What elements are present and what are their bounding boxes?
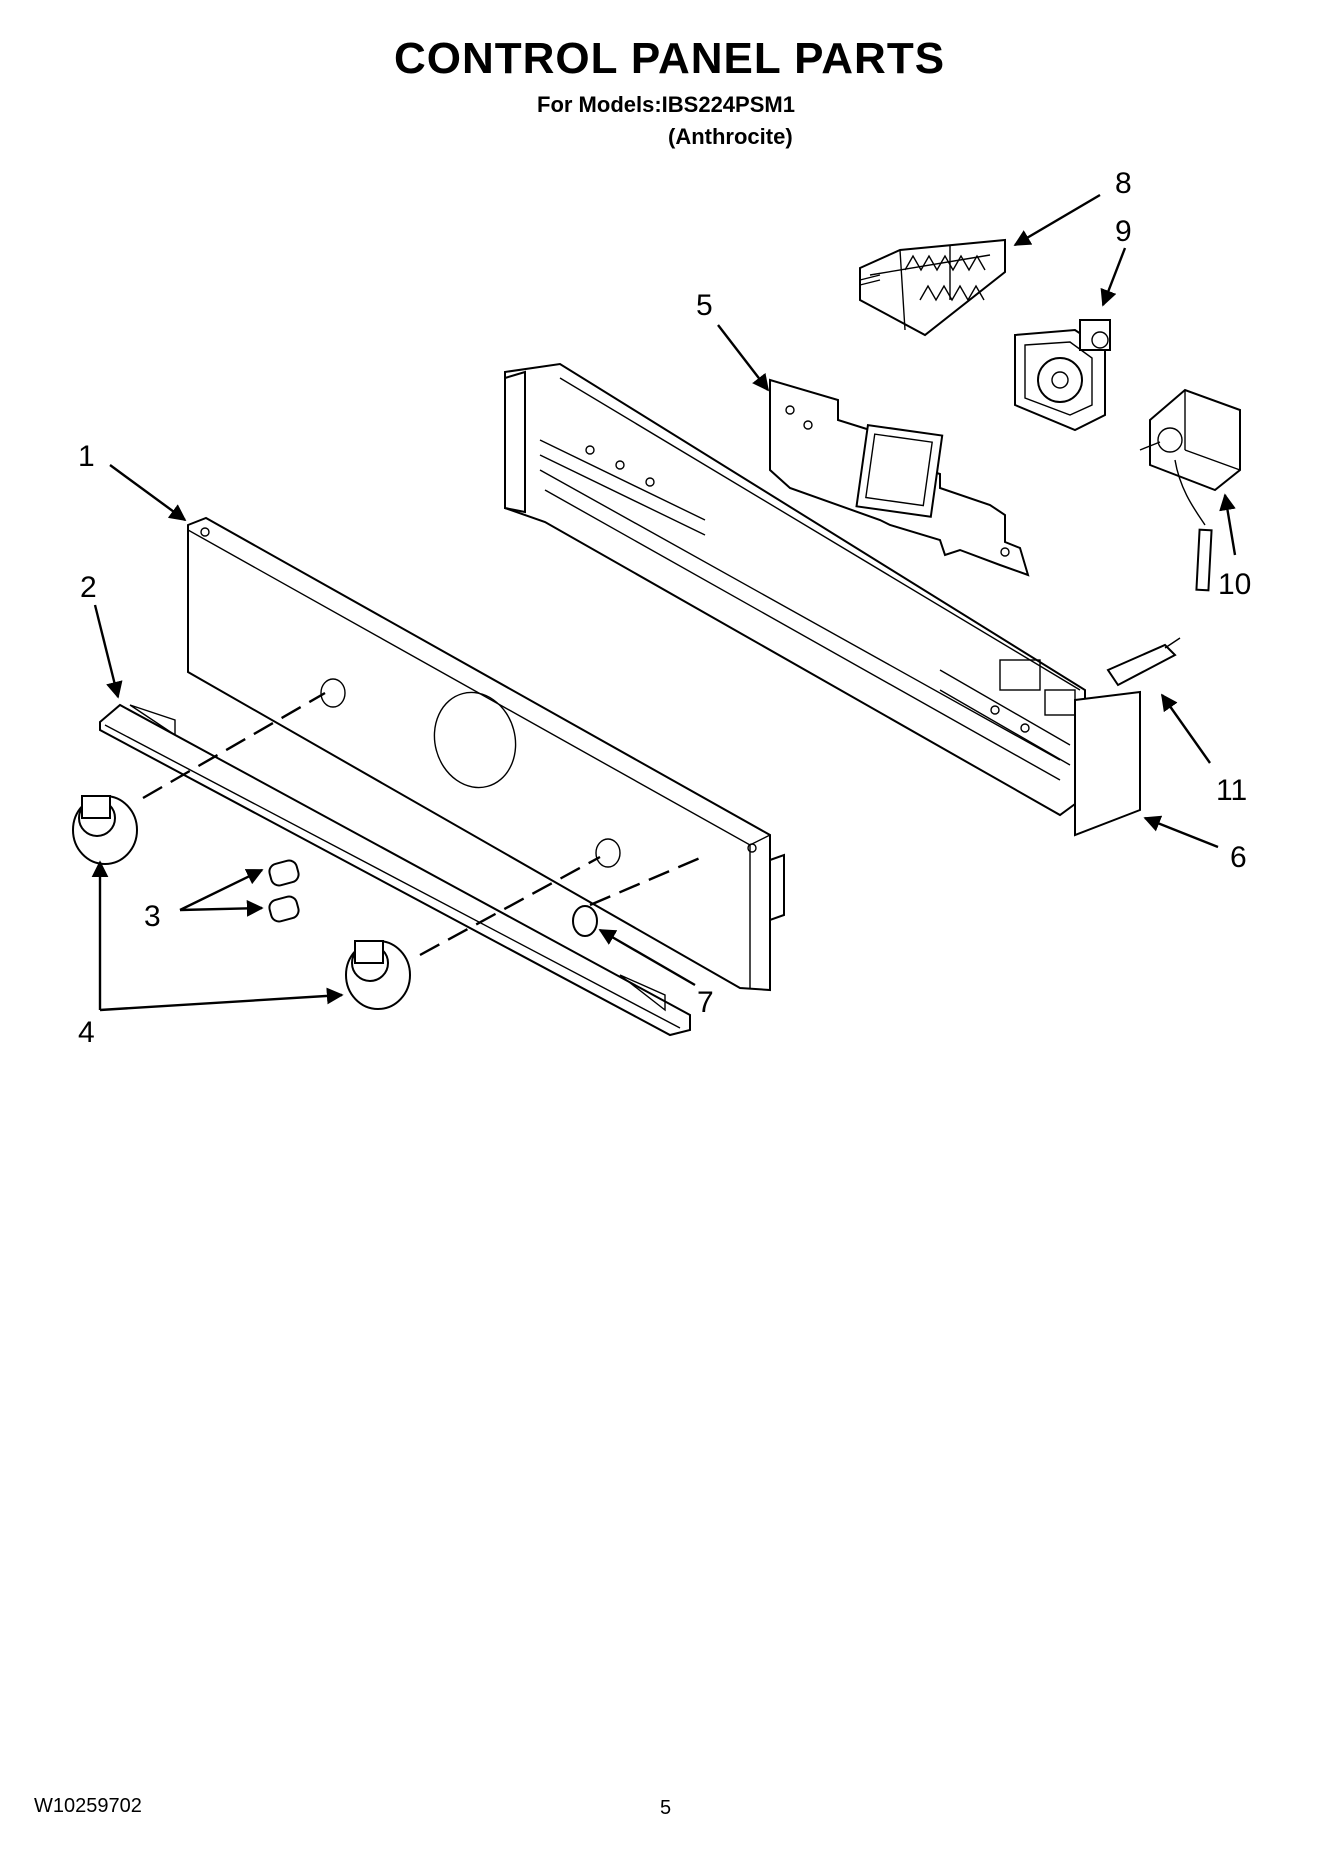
control-knob-upper: [72, 795, 138, 865]
leader-3a: [179, 868, 264, 912]
console-panel: [187, 516, 785, 992]
page-number: 5: [660, 1797, 672, 1819]
callout-2: 2: [80, 571, 97, 604]
sensor-probe: [1106, 637, 1181, 687]
callout-6: 6: [1230, 841, 1247, 874]
selector-switch: [859, 238, 1006, 337]
callout-8: 8: [1115, 167, 1132, 200]
assembly-line-knob-lower: [419, 855, 601, 957]
callout-5: 5: [696, 289, 713, 322]
leader-3b: [179, 899, 264, 917]
leader-6: [1143, 815, 1219, 849]
callout-9: 9: [1115, 215, 1132, 248]
leader-9: [1100, 247, 1127, 307]
control-knob-lower: [345, 940, 411, 1010]
trim-strip: [99, 703, 691, 1037]
infinite-switch: [1139, 388, 1241, 592]
indicator-lamps: [268, 859, 300, 923]
leader-2: [93, 604, 123, 699]
color-line: (Anthrocite): [668, 124, 793, 149]
switch-assembly: [1014, 319, 1111, 432]
page-title: CONTROL PANEL PARTS: [393, 34, 946, 83]
leader-7: [598, 928, 696, 987]
leader-10: [1219, 493, 1237, 556]
models-line: For Models:IBS224PSM1: [537, 92, 795, 117]
callout-7: 7: [697, 986, 714, 1019]
callout-4: 4: [78, 1016, 95, 1049]
callout-11: 11: [1216, 774, 1247, 807]
leader-8: [1013, 193, 1101, 247]
callout-10: 10: [1218, 568, 1251, 601]
assembly-line-lens: [589, 856, 701, 907]
control-board: [769, 378, 1030, 577]
leader-1: [109, 464, 187, 521]
leader-11: [1161, 693, 1211, 764]
leader-5: [717, 324, 770, 392]
document-number: W10259702: [34, 1795, 142, 1817]
assembly-line-knob-upper: [142, 691, 326, 800]
leader-4b: [99, 987, 344, 1012]
control-panel-frame: [504, 362, 1141, 837]
callout-3: 3: [144, 900, 161, 933]
callout-1: 1: [78, 440, 95, 473]
